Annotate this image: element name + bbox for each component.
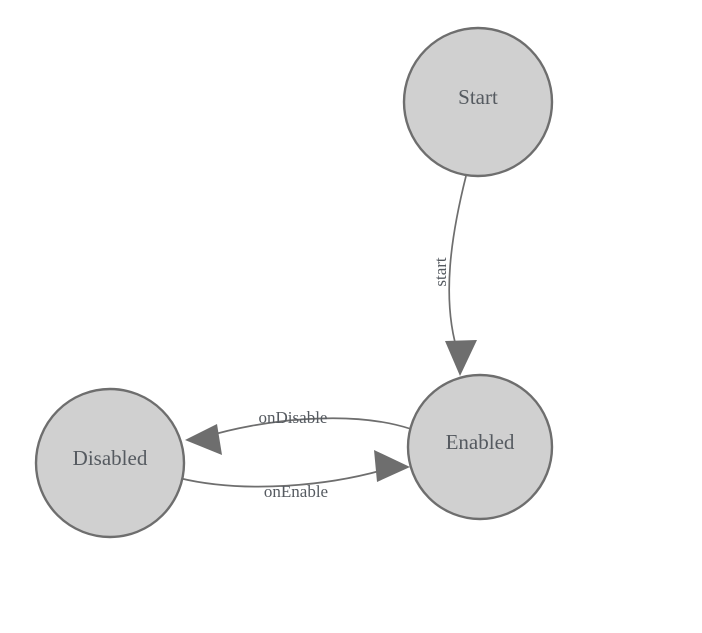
state-node-start-label: Start (458, 85, 498, 109)
arrowhead-enabled-to-disabled (185, 424, 222, 455)
transition-path-enabled-to-disabled (204, 417, 412, 438)
state-node-enabled-circle (406, 373, 554, 521)
transition-path-start-to-enabled (448, 175, 467, 357)
state-node-disabled-circle (34, 387, 186, 539)
state-node-enabled-label: Enabled (446, 430, 515, 454)
arrowhead-start-to-enabled (445, 340, 477, 376)
transition-label-start: start (431, 257, 450, 287)
transition-label-ondisable: onDisable (259, 408, 328, 427)
state-node-disabled-label: Disabled (73, 446, 148, 470)
state-node-start[interactable]: Start (402, 26, 554, 178)
transition-label-onenable: onEnable (264, 482, 328, 501)
arrowhead-disabled-to-enabled (374, 450, 410, 482)
state-node-enabled[interactable]: Enabled (406, 373, 554, 521)
transition-enabled-to-disabled[interactable]: onDisable (185, 408, 412, 455)
transition-disabled-to-enabled[interactable]: onEnable (178, 450, 410, 501)
state-node-disabled[interactable]: Disabled (34, 387, 186, 539)
transition-path-disabled-to-enabled (178, 467, 391, 488)
transition-start-to-enabled[interactable]: start (431, 175, 477, 376)
state-node-start-circle (402, 26, 554, 178)
